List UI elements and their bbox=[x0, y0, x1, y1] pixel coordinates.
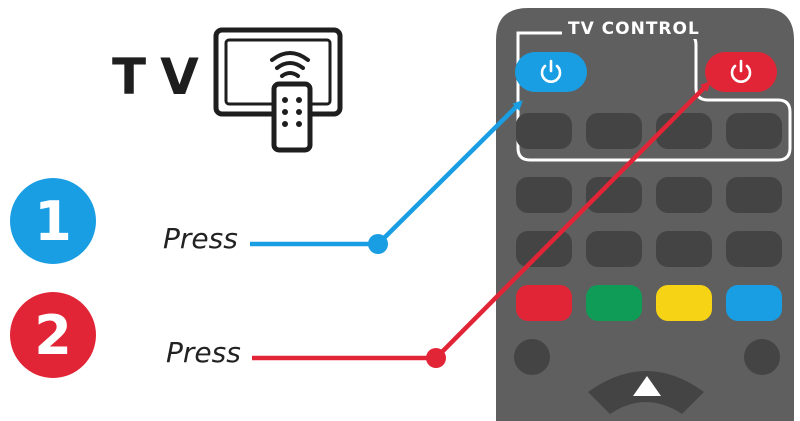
step-2-badge: 2 bbox=[10, 292, 96, 378]
up-arrow-icon bbox=[633, 376, 661, 396]
tv-remote-icon bbox=[213, 27, 343, 153]
tv-label: TV bbox=[112, 48, 213, 106]
color-key-red[interactable] bbox=[516, 285, 572, 321]
remote-title: TV CONTROL bbox=[562, 19, 706, 39]
step-1-press-label: Press bbox=[163, 222, 238, 255]
step-2-press-label: Press bbox=[166, 336, 241, 369]
color-key-green[interactable] bbox=[586, 285, 642, 321]
power-icon bbox=[730, 59, 752, 83]
power-button-red[interactable] bbox=[705, 52, 777, 92]
power-button-blue[interactable] bbox=[515, 52, 587, 92]
color-key-blue[interactable] bbox=[726, 285, 782, 321]
power-icon bbox=[540, 59, 562, 83]
step-1-badge: 1 bbox=[10, 178, 96, 264]
color-key-yellow[interactable] bbox=[656, 285, 712, 321]
